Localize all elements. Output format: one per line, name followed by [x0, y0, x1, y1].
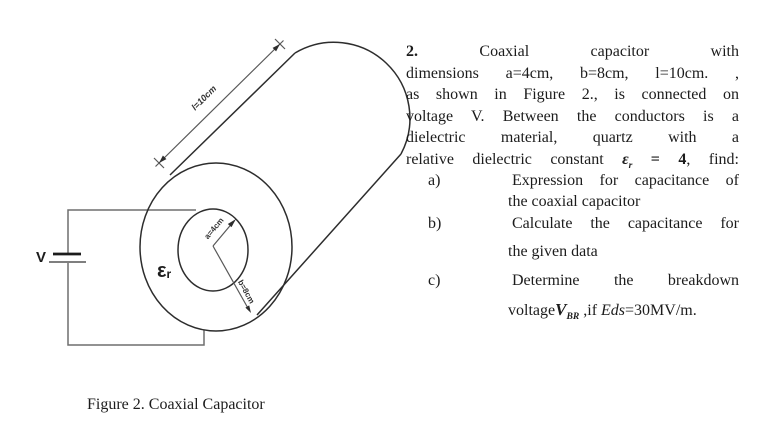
outer-conductor-ellipse — [139, 162, 293, 332]
dimension-arrowhead-left — [159, 155, 167, 163]
item-c-line-1: Determine the breakdown — [512, 272, 739, 289]
item-a-line-2: the coaxial capacitor — [508, 193, 641, 210]
item-a-label: a) — [428, 172, 441, 189]
cylinder-bottom-edge — [256, 153, 402, 316]
outer-radius-arrowhead — [245, 305, 251, 313]
cylinder-back-cap-arc — [294, 41, 411, 155]
cylinder-top-edge — [169, 52, 296, 176]
epsilon-value: = 4 — [632, 151, 687, 168]
inner-radius-label: a=4cm — [203, 216, 226, 241]
item-c-line-2: voltageVBR ,if Eds=30MV/m. — [508, 299, 748, 321]
item-b-line-1: Calculate the capacitance for — [512, 215, 739, 232]
epsilon-glyph: ε — [157, 260, 167, 282]
problem-line-3: as shown in Figure 2., is connected on — [406, 86, 739, 103]
item-b-line-2: the given data — [508, 243, 598, 260]
circuit-wire-top — [67, 209, 196, 253]
length-dimension-line — [155, 40, 284, 167]
breakdown-voltage-symbol: V — [555, 300, 567, 319]
length-dimension-label: l=10cm — [189, 83, 218, 112]
c2-pre: voltage — [508, 302, 556, 319]
circuit-wire-bottom — [67, 263, 205, 346]
c2-post: =30MV/m. — [625, 302, 697, 319]
outer-radius-arrow-line — [212, 245, 250, 311]
eds-symbol: Eds — [601, 302, 626, 319]
dimension-arrowhead-right — [272, 44, 280, 52]
item-a-line-1: Expression for capacitance of — [512, 172, 739, 189]
epsilon-symbol: ε — [622, 151, 629, 168]
problem-line-1-text: Coaxial capacitor with — [479, 43, 739, 60]
c2-mid: ,if — [579, 302, 602, 319]
problem-line-4: voltage V. Between the conductors is a — [406, 108, 739, 125]
coaxial-capacitor-diagram: V l=10cm a=4cm b=8cm εr — [36, 38, 411, 346]
epsilon-symbol-sub: r — [628, 160, 633, 172]
line-6-post: , find: — [686, 151, 739, 168]
problem-line-6: relative dielectric constant εr = 4, fin… — [406, 149, 739, 170]
epsilon-subscript: r — [167, 267, 172, 281]
dielectric-label: εr — [157, 260, 172, 282]
inner-radius-arrowhead — [227, 219, 236, 228]
problem-line-5: dielectric material, quartz with a — [406, 129, 739, 146]
problem-line-2: dimensions a=4cm, b=8cm, l=10cm. , — [406, 65, 739, 82]
figure-caption: Figure 2. Coaxial Capacitor — [87, 396, 265, 413]
line-6-pre: relative dielectric constant — [406, 151, 623, 168]
item-c-label: c) — [428, 272, 441, 289]
inner-conductor-ellipse — [177, 208, 249, 292]
item-b-label: b) — [428, 215, 442, 232]
problem-number: 2. — [406, 43, 418, 60]
problem-line-1: 2. Coaxial capacitor with — [406, 41, 739, 62]
voltage-source-label: V — [36, 249, 46, 266]
breakdown-voltage-sub: BR — [566, 311, 580, 323]
